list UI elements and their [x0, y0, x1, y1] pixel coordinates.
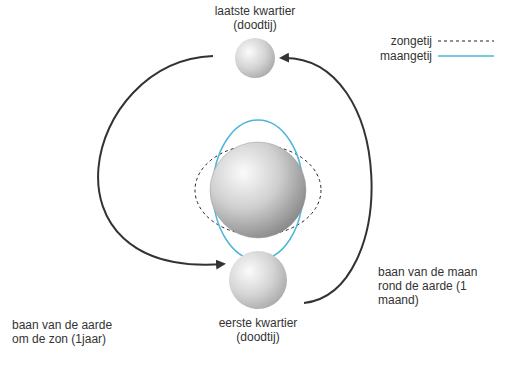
- moon-node: eerste kwartier (doodtij): [198, 251, 318, 344]
- legend-text: zongetij: [350, 34, 438, 48]
- orbit-arrow: [98, 56, 224, 265]
- legend-line: [438, 55, 494, 57]
- legend-text: maangetij: [350, 49, 438, 63]
- orbit-label: baan van de maan rond de aarde (1 maand): [378, 265, 490, 307]
- earth: [210, 142, 306, 238]
- moon: [229, 251, 287, 309]
- moon-phase-label: eerste kwartier (doodtij): [198, 316, 318, 344]
- legend-sample: [438, 51, 496, 61]
- orbit-arrow: [281, 58, 372, 303]
- legend-row: zongetij: [350, 33, 496, 48]
- legend-line: [438, 40, 494, 41]
- legend-sample: [438, 36, 496, 46]
- orbit-label: baan van de aarde om de zon (1jaar): [12, 318, 122, 346]
- moon: [235, 38, 275, 78]
- moon-phase-label: laatste kwartier (doodtij): [195, 4, 315, 32]
- moon-node: laatste kwartier (doodtij): [195, 4, 315, 78]
- legend: zongetijmaangetij: [350, 33, 496, 63]
- legend-row: maangetij: [350, 48, 496, 63]
